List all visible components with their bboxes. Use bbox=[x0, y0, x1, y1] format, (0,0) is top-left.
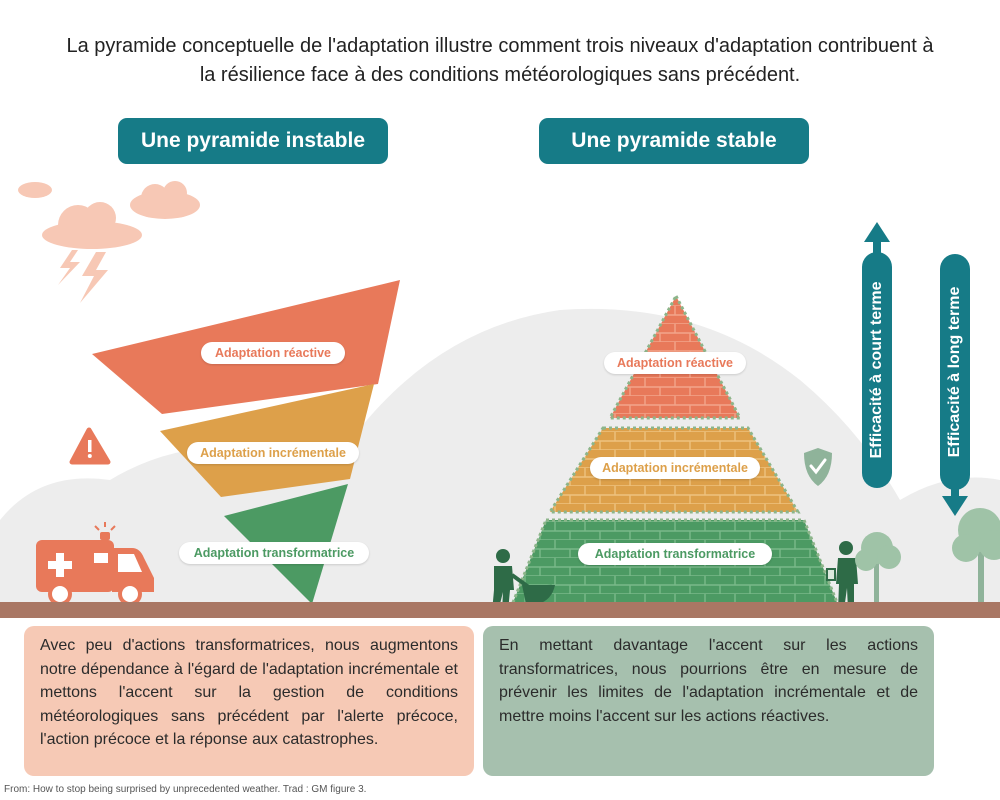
lightning-icon bbox=[58, 250, 108, 303]
unstable-label-incremental: Adaptation incrémentale bbox=[187, 442, 359, 464]
right-description: En mettant davantage l'accent sur les ac… bbox=[483, 626, 934, 776]
unstable-label-reactive: Adaptation réactive bbox=[201, 342, 345, 364]
long-term-arrow bbox=[940, 254, 970, 516]
intro-text: La pyramide conceptuelle de l'adaptation… bbox=[66, 35, 934, 86]
short-term-arrow bbox=[862, 222, 892, 488]
left-panel-title: Une pyramide instable bbox=[118, 118, 388, 164]
worker-clipboard-icon bbox=[826, 541, 858, 610]
worker-wheelbarrow-icon bbox=[492, 549, 555, 612]
left-description: Avec peu d'actions transformatrices, nou… bbox=[24, 626, 474, 776]
ambulance-icon bbox=[36, 522, 154, 606]
tree-icon bbox=[952, 508, 1000, 605]
unstable-label-transformative: Adaptation transformatrice bbox=[179, 542, 369, 564]
stable-label-transformative: Adaptation transformatrice bbox=[578, 543, 772, 565]
storm-cloud-icon bbox=[42, 202, 142, 249]
long-term-label: Efficacité à long terme bbox=[946, 286, 963, 458]
stable-label-incremental: Adaptation incrémentale bbox=[590, 457, 760, 479]
shield-check-icon bbox=[804, 448, 832, 486]
warning-icon bbox=[69, 427, 111, 465]
source-caption: From: How to stop being surprised by unp… bbox=[4, 784, 367, 795]
cloud-icon bbox=[18, 181, 200, 219]
tree-icon bbox=[855, 532, 901, 606]
stable-label-reactive: Adaptation réactive bbox=[604, 352, 746, 374]
ground bbox=[0, 602, 1000, 618]
unstable-level-incremental bbox=[160, 384, 374, 497]
right-panel-title: Une pyramide stable bbox=[539, 118, 809, 164]
short-term-label: Efficacité à court terme bbox=[868, 281, 885, 459]
